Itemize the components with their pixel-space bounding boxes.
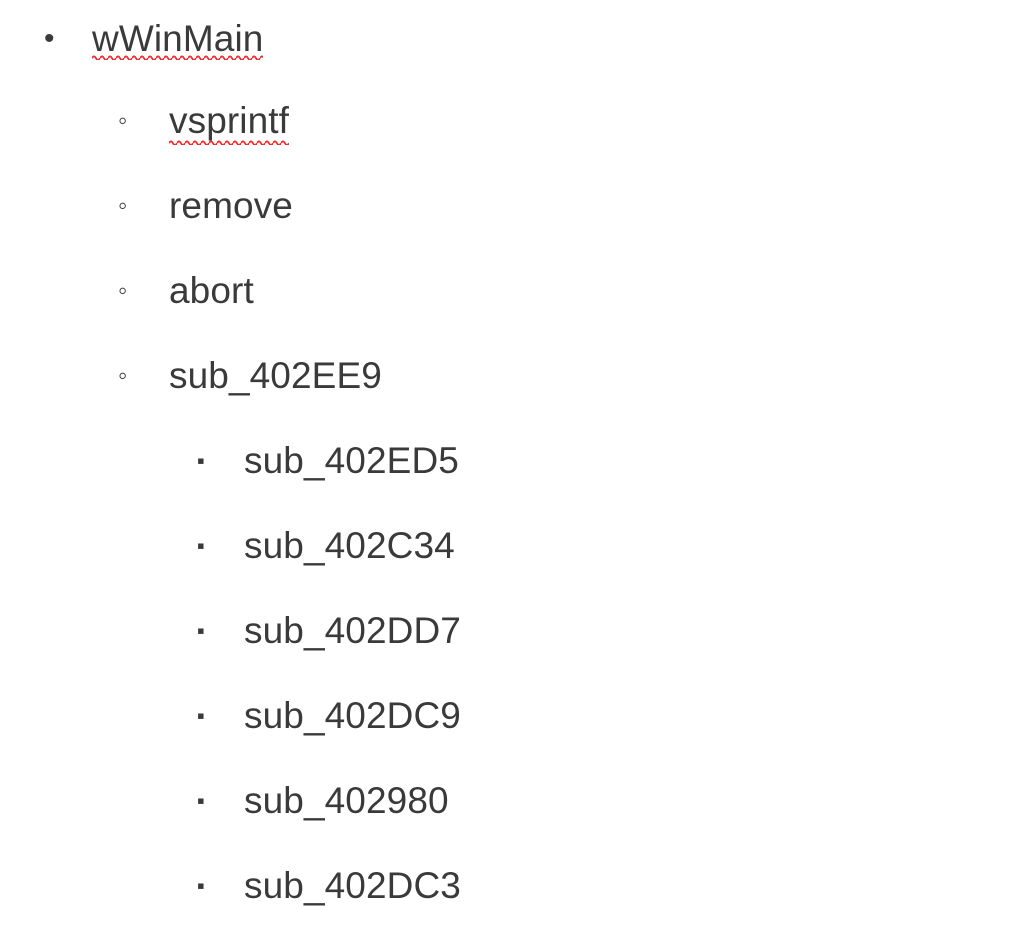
outline-item-label: sub_402EE9 [169,355,382,396]
spellcheck-squiggle-underline [92,54,264,60]
outline-row[interactable]: ◦ remove [0,163,1012,248]
outline-row[interactable]: ▪ sub_402C34 [0,503,1012,588]
bullet-marker-level-3-icon: ▪ [197,703,205,728]
outline-row[interactable]: ▪ sub_402DD7 [0,588,1012,673]
outline-item-label: abort [169,270,254,311]
outline-row[interactable]: ◦ vsprintf [0,78,1012,163]
outline-item-label: sub_402DC9 [244,695,461,736]
bullet-marker-level-1-icon: • [44,22,55,55]
misspelled-word: vsprintf [169,78,290,163]
outline-item-label: sub_402DC3 [244,865,461,906]
outline-item[interactable]: ▪ sub_402980 [0,758,1012,843]
outline-row[interactable]: ▪ sub_402DC9 [0,673,1012,758]
outline-item-label: sub_402ED5 [244,440,459,481]
outline-item[interactable]: ▪ sub_402ED5 [0,418,1012,503]
outline-item-label: sub_402C34 [244,525,455,566]
bullet-marker-level-3-icon: ▪ [197,618,205,643]
outline-row[interactable]: ◦ sub_402EE9 [0,333,1012,418]
outline-item[interactable]: ◦ vsprintf [0,78,1012,163]
bullet-marker-level-2-icon: ◦ [118,360,128,390]
bullet-marker-level-3-icon: ▪ [197,448,205,473]
bullet-marker-level-2-icon: ◦ [118,190,128,220]
outline-item-label: sub_402DD7 [244,610,461,651]
outline-item[interactable]: ▪ sub_402C34 [0,503,1012,588]
outline-item[interactable]: ▪ sub_402DD7 [0,588,1012,673]
outline-row[interactable]: ▪ sub_402ED5 [0,418,1012,503]
outline-item-label: vsprintf [169,78,290,163]
outline-sublist-level-3: ▪ sub_402ED5 ▪ sub_402C34 ▪ sub_402DD7 ▪ sub_40… [0,418,1012,928]
bullet-marker-level-3-icon: ▪ [197,533,205,558]
bullet-marker-level-2-icon: ◦ [118,105,128,135]
outline-row[interactable]: ◦ abort [0,248,1012,333]
outline-item-label: sub_402980 [244,780,449,821]
outline-item[interactable]: ◦ sub_402EE9 ▪ sub_402ED5 ▪ sub_402C34 ▪ sub_40… [0,333,1012,928]
outline-row[interactable]: • wWinMain [0,0,1012,78]
spellcheck-squiggle-underline [169,139,290,145]
outline-item[interactable]: ▪ sub_402DC9 [0,673,1012,758]
outline-item-label: wWinMain [92,0,264,78]
outline-item[interactable]: ▪ sub_402DC3 [0,843,1012,928]
outline-row[interactable]: ▪ sub_402DC3 [0,843,1012,928]
bullet-marker-level-2-icon: ◦ [118,275,128,305]
outline-row[interactable]: ▪ sub_402980 [0,758,1012,843]
outline-item-label: remove [169,185,293,226]
outline-item[interactable]: ◦ remove [0,163,1012,248]
bullet-marker-level-3-icon: ▪ [197,873,205,898]
outline-item[interactable]: ◦ abort [0,248,1012,333]
bullet-marker-level-3-icon: ▪ [197,788,205,813]
misspelled-word: wWinMain [92,18,264,60]
outline-sublist-level-2: ◦ vsprintf ◦ remove ◦ abort ◦ sub_402EE9 ▪ sub_40… [0,78,1012,928]
